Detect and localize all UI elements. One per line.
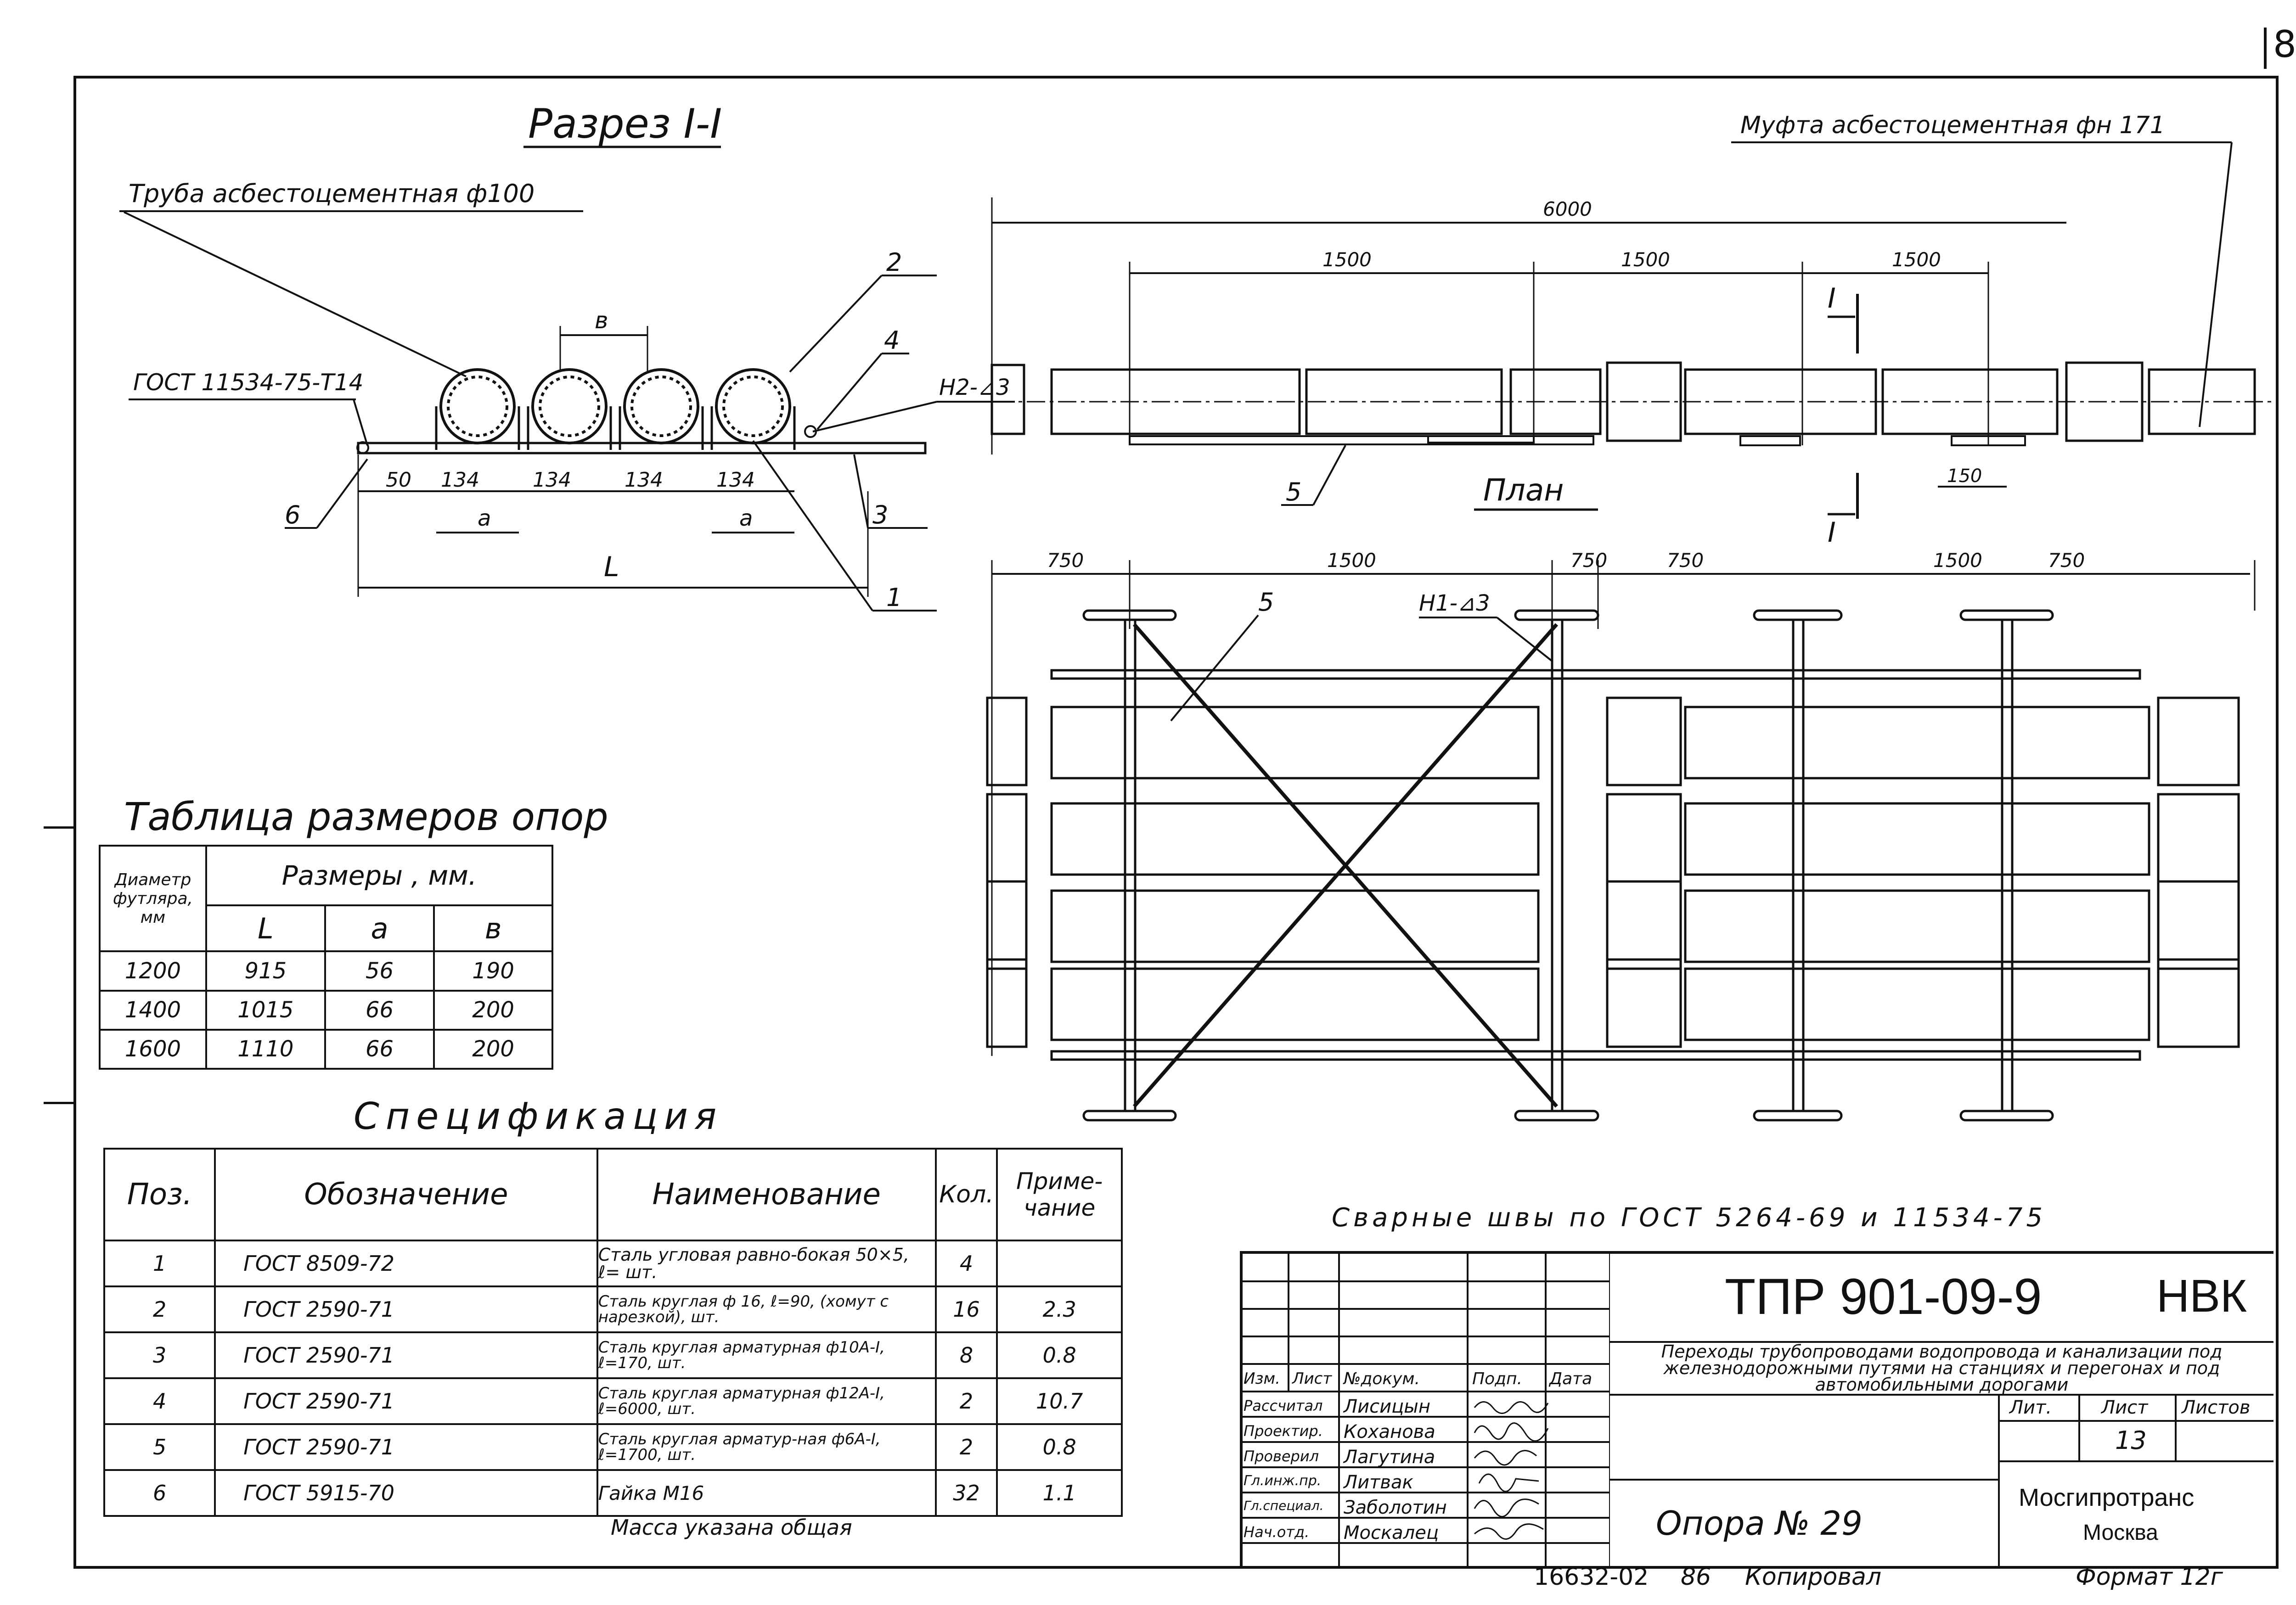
- organization: Мосгипротранс: [2019, 1484, 2195, 1511]
- title-block: Изм. Лист №докум. Подп. Дата Рассчитал П…: [1240, 1251, 2273, 1566]
- table-row: 3 ГОСТ 2590-71 Сталь круглая арматурная …: [103, 1331, 1123, 1379]
- svg-text:I: I: [1828, 516, 1836, 549]
- svg-text:750: 750: [2048, 549, 2085, 572]
- svg-text:5: 5: [1286, 477, 1301, 506]
- svg-text:3: 3: [872, 500, 888, 529]
- svg-text:750: 750: [1667, 549, 1704, 572]
- specification-title: Спецификация: [354, 1095, 723, 1138]
- bottom-code: 16632-02: [1534, 1563, 1649, 1591]
- svg-text:1: 1: [886, 583, 902, 612]
- svg-text:134: 134: [441, 468, 479, 492]
- svg-text:134: 134: [716, 468, 755, 492]
- drawing-frame: [73, 76, 2279, 1569]
- svg-text:1500: 1500: [1621, 248, 1670, 271]
- svg-text:I: I: [1828, 282, 1836, 314]
- section-code: НВК: [2156, 1270, 2247, 1322]
- welds-note: Сварные швы по ГОСТ 5264-69 и 11534-75: [1332, 1203, 2046, 1233]
- margin-tick-1: [44, 826, 76, 829]
- svg-text:134: 134: [625, 468, 663, 492]
- table-row: 4 ГОСТ 2590-71 Сталь круглая арматурная …: [103, 1377, 1123, 1425]
- svg-text:4: 4: [884, 326, 900, 355]
- specification-table: Поз. Обозначение Наименование Кол. Приме…: [103, 1148, 1123, 1517]
- sheet-number: 13: [2115, 1426, 2147, 1455]
- format-label: Формат 12г: [2076, 1563, 2223, 1591]
- svg-text:План: План: [1483, 472, 1564, 508]
- dimensions-table-title: Таблица размеров опор: [124, 794, 608, 839]
- table-row: 5 ГОСТ 2590-71 Сталь круглая арматур-ная…: [103, 1423, 1123, 1471]
- svg-text:в: в: [595, 307, 608, 334]
- city: Москва: [2083, 1521, 2158, 1545]
- signatures: [1474, 1401, 1549, 1540]
- gost-label: ГОСТ 11534-75-Т14: [133, 369, 364, 396]
- copied-by: Копировал: [1745, 1563, 1882, 1591]
- svg-text:а: а: [739, 505, 753, 531]
- svg-text:6: 6: [285, 500, 300, 529]
- mass-note: Масса указана общая: [611, 1515, 852, 1540]
- svg-text:Н1-⊿3: Н1-⊿3: [1419, 590, 1490, 616]
- svg-text:134: 134: [533, 468, 571, 492]
- svg-text:150: 150: [1947, 466, 1982, 487]
- bottom-index: 86: [1681, 1563, 1711, 1591]
- pipes: [439, 368, 791, 444]
- svg-text:Н2-⊿3: Н2-⊿3: [939, 375, 1010, 400]
- svg-text:5: 5: [1258, 588, 1274, 617]
- drawing-code: ТПР 901-09-9: [1725, 1268, 2042, 1325]
- table-row: 1 ГОСТ 8509-72 Сталь угловая равно-бокая…: [103, 1240, 1123, 1287]
- margin-tick-2: [44, 1102, 76, 1104]
- dimensions-table: Диаметр футляра, мм Размеры , мм. L а в …: [99, 844, 554, 1070]
- svg-text:50: 50: [386, 468, 411, 492]
- coupling-label: Муфта асбестоцементная фн 171: [1740, 112, 2165, 139]
- table-row: 6 ГОСТ 5915-70 Гайка М16 32 1.1: [103, 1469, 1123, 1517]
- section-drawing: Разрез I-I Труба асбестоцементная ф100 Г…: [119, 100, 1015, 612]
- header-sizes: Размеры , мм.: [205, 844, 554, 907]
- svg-text:1500: 1500: [1892, 248, 1941, 271]
- drawing-name: Опора № 29: [1656, 1504, 1863, 1543]
- svg-text:750: 750: [1570, 549, 1607, 572]
- svg-text:L: L: [604, 551, 619, 583]
- svg-text:6000: 6000: [1543, 198, 1592, 220]
- table-row: 2 ГОСТ 2590-71 Сталь круглая ф 16, ℓ=90,…: [103, 1285, 1123, 1333]
- pipe-label: Труба асбестоцементная ф100: [129, 179, 535, 208]
- svg-text:1500: 1500: [1933, 549, 1982, 572]
- header-diameter: Диаметр футляра, мм: [99, 844, 207, 953]
- page-number: 85: [2273, 23, 2296, 66]
- svg-text:2: 2: [886, 248, 902, 277]
- svg-text:1500: 1500: [1327, 549, 1376, 572]
- svg-text:750: 750: [1047, 549, 1084, 572]
- plan-drawing: Муфта асбестоцементная фн 171 6000 1500 …: [964, 112, 2273, 1122]
- project-description: Переходы трубопроводами водопровода и ка…: [1661, 1341, 2223, 1395]
- section-title: Разрез I-I: [528, 100, 722, 147]
- svg-text:1500: 1500: [1322, 248, 1372, 271]
- page-number-tick: [2264, 28, 2267, 69]
- svg-text:а: а: [478, 505, 491, 531]
